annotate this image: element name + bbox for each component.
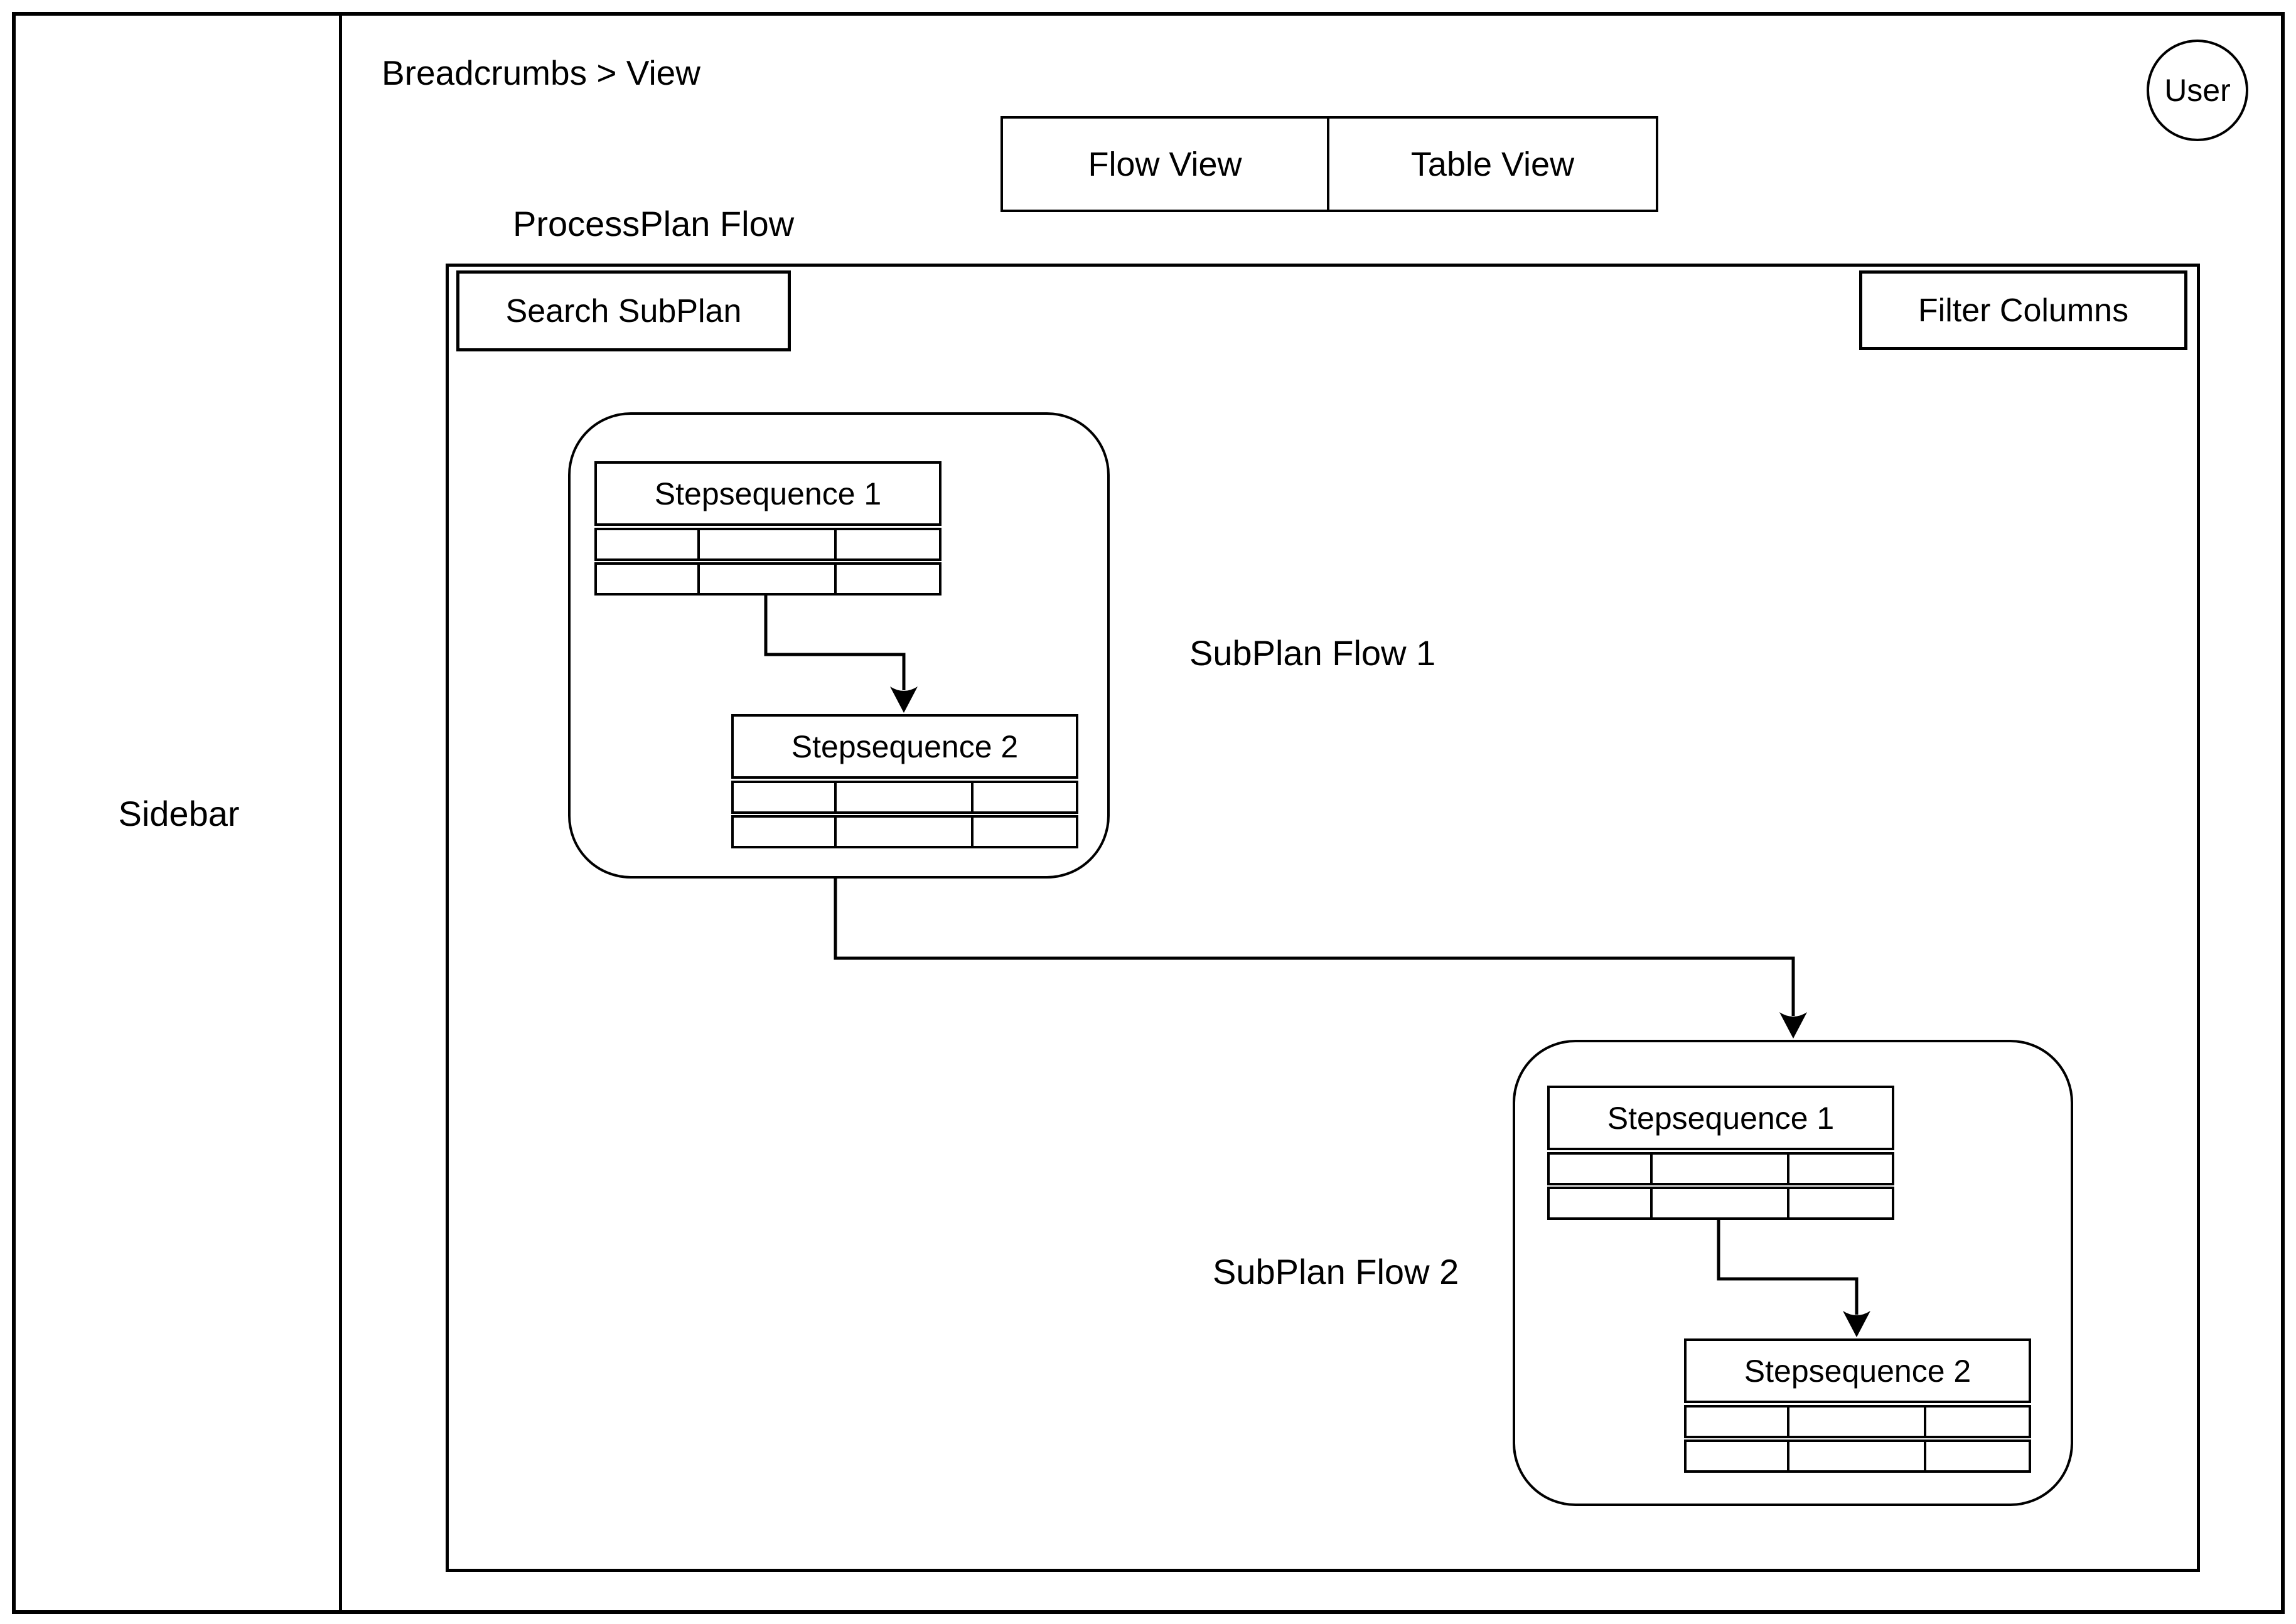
stepsequence-cell — [1926, 1408, 2029, 1436]
processplan-flow-title: ProcessPlan Flow — [513, 204, 795, 243]
stepsequence-cell — [1687, 1408, 1789, 1436]
stepsequence-node[interactable]: Stepsequence 1 — [594, 461, 941, 596]
stepsequence-cell — [734, 818, 837, 846]
subplan-flow-2-label: SubPlan Flow 2 — [1213, 1252, 1459, 1291]
stepsequence-node[interactable]: Stepsequence 2 — [731, 714, 1078, 848]
stepsequence-cell — [700, 530, 837, 558]
stepsequence-row — [1547, 1152, 1894, 1185]
breadcrumb[interactable]: Breadcrumbs > View — [382, 53, 700, 92]
tab-table-view[interactable]: Table View — [1329, 119, 1656, 210]
stepsequence-node[interactable]: Stepsequence 1 — [1547, 1086, 1894, 1220]
stepsequence-cell — [837, 530, 940, 558]
stepsequence-cell — [974, 818, 1076, 846]
stepsequence-cell — [1550, 1155, 1653, 1183]
stepsequence-cell — [1550, 1189, 1653, 1217]
subplan-flow-1-label: SubPlan Flow 1 — [1189, 633, 1436, 673]
stepsequence-title: Stepsequence 1 — [594, 461, 941, 526]
stepsequence-cell — [1653, 1155, 1789, 1183]
stepsequence-title: Stepsequence 2 — [731, 714, 1078, 779]
stepsequence-row — [731, 781, 1078, 814]
stepsequence-row — [594, 528, 941, 561]
stepsequence-cell — [700, 565, 837, 593]
stepsequence-cell — [1653, 1189, 1789, 1217]
stepsequence-title: Stepsequence 2 — [1684, 1338, 2031, 1403]
stepsequence-cell — [1789, 1408, 1926, 1436]
stepsequence-cell — [1687, 1442, 1789, 1470]
stepsequence-cell — [597, 530, 700, 558]
stepsequence-row — [1547, 1187, 1894, 1220]
filter-columns-button[interactable]: Filter Columns — [1859, 270, 2187, 350]
stepsequence-cell — [597, 565, 700, 593]
stepsequence-cell — [1789, 1189, 1892, 1217]
stepsequence-row — [731, 815, 1078, 848]
stepsequence-cell — [734, 783, 837, 811]
search-subplan-button[interactable]: Search SubPlan — [456, 270, 791, 351]
stepsequence-cell — [1789, 1155, 1892, 1183]
stepsequence-node[interactable]: Stepsequence 2 — [1684, 1338, 2031, 1473]
stepsequence-cell — [1926, 1442, 2029, 1470]
sidebar-label: Sidebar — [118, 794, 240, 833]
stepsequence-cell — [974, 783, 1076, 811]
stepsequence-title: Stepsequence 1 — [1547, 1086, 1894, 1150]
stepsequence-row — [594, 562, 941, 596]
user-avatar-label: User — [2164, 73, 2231, 108]
stepsequence-cell — [837, 565, 940, 593]
stepsequence-row — [1684, 1405, 2031, 1438]
stepsequence-cell — [837, 783, 974, 811]
stepsequence-cell — [1789, 1442, 1926, 1470]
stepsequence-cell — [837, 818, 974, 846]
stepsequence-row — [1684, 1440, 2031, 1473]
sidebar-divider — [339, 12, 342, 1614]
tab-flow-view[interactable]: Flow View — [1003, 119, 1329, 210]
user-avatar[interactable]: User — [2147, 40, 2248, 141]
view-switcher: Flow View Table View — [1000, 116, 1658, 212]
